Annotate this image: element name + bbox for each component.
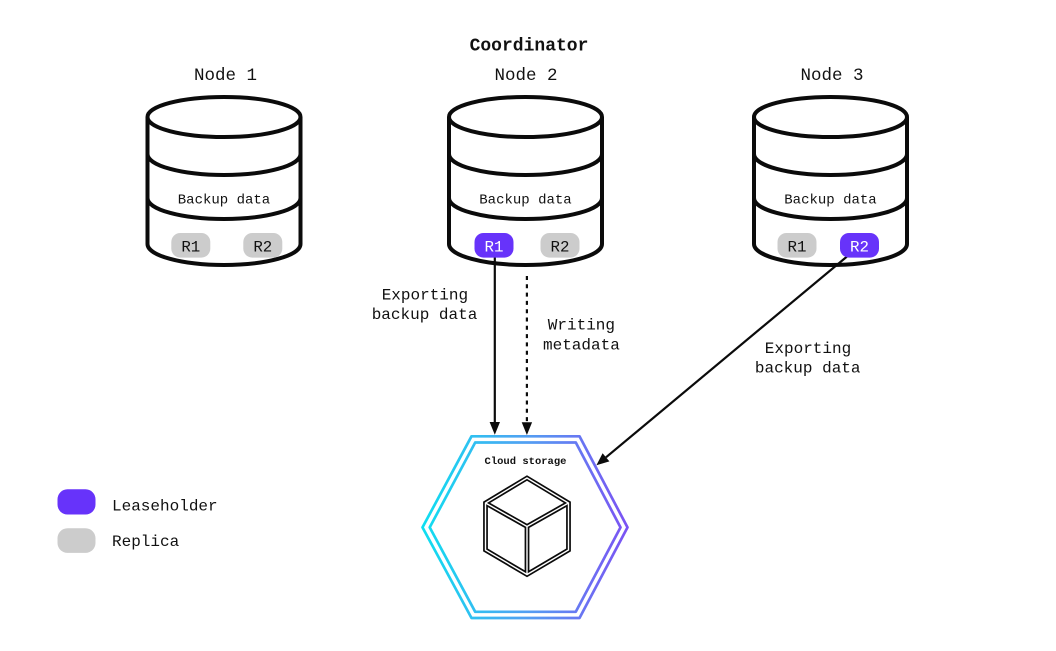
svg-text:Node 3: Node 3: [800, 66, 863, 86]
svg-text:Exporting: Exporting: [765, 340, 851, 358]
svg-text:Node 1: Node 1: [194, 66, 257, 86]
svg-text:Backup data: Backup data: [479, 193, 571, 209]
svg-text:Backup data: Backup data: [178, 193, 270, 209]
svg-text:R1: R1: [485, 238, 504, 256]
svg-text:Coordinator: Coordinator: [470, 37, 589, 57]
svg-text:metadata: metadata: [543, 336, 620, 354]
svg-text:backup data: backup data: [755, 360, 861, 378]
svg-text:Node 2: Node 2: [494, 66, 557, 86]
svg-text:Writing: Writing: [548, 316, 615, 334]
svg-text:backup data: backup data: [372, 306, 478, 324]
svg-text:Backup data: Backup data: [784, 193, 876, 209]
svg-text:Leaseholder: Leaseholder: [112, 498, 218, 516]
svg-text:R1: R1: [788, 238, 807, 256]
svg-text:Exporting: Exporting: [382, 286, 468, 304]
svg-text:R2: R2: [551, 238, 570, 256]
svg-text:R2: R2: [850, 238, 869, 256]
svg-text:Replica: Replica: [112, 533, 180, 551]
svg-text:R1: R1: [181, 238, 200, 256]
svg-text:R2: R2: [253, 238, 272, 256]
svg-text:Cloud storage: Cloud storage: [485, 456, 567, 468]
